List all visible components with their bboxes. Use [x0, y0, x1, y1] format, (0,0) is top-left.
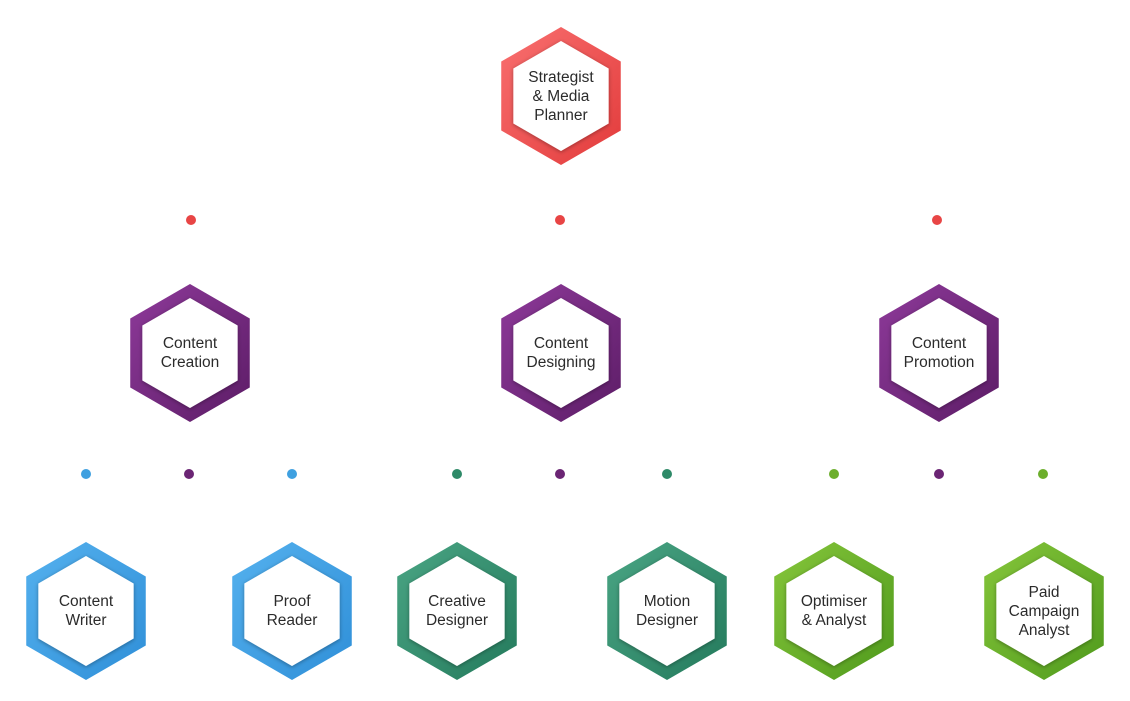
- hexagon-shape: [984, 542, 1104, 680]
- hexagon-shape: [607, 542, 727, 680]
- connector-dot: [829, 469, 839, 479]
- hexagon-shape: [501, 27, 621, 165]
- hexagon-inner: [996, 556, 1092, 666]
- hexagon-shape: [879, 284, 999, 422]
- hexagon-shape: [397, 542, 517, 680]
- connector-dot: [1038, 469, 1048, 479]
- connector-dot: [186, 215, 196, 225]
- hexagon-inner: [619, 556, 715, 666]
- hexagon-inner: [513, 298, 609, 408]
- hexagon-shape: [232, 542, 352, 680]
- connector-dot: [81, 469, 91, 479]
- hexagon-inner: [38, 556, 134, 666]
- hexagon-inner: [142, 298, 238, 408]
- hexagon-inner: [409, 556, 505, 666]
- node-optimiser-analyst: Optimiser& Analyst: [773, 541, 895, 681]
- hexagon-inner: [891, 298, 987, 408]
- hexagon-inner: [786, 556, 882, 666]
- connector-dot: [287, 469, 297, 479]
- hexagon-shape: [130, 284, 250, 422]
- connector-dot: [555, 215, 565, 225]
- connector-dot: [184, 469, 194, 479]
- connector-dot: [452, 469, 462, 479]
- connector-dot: [934, 469, 944, 479]
- hexagon-inner: [244, 556, 340, 666]
- node-optimiser-analyst-label: Optimiser& Analyst: [800, 593, 868, 629]
- connector-dot: [932, 215, 942, 225]
- connector-dot: [555, 469, 565, 479]
- hexagon-shape: [26, 542, 146, 680]
- hexagon-shape: [501, 284, 621, 422]
- connector-dot: [662, 469, 672, 479]
- hexagon-inner: [513, 41, 609, 151]
- hexagon-shape: [774, 542, 894, 680]
